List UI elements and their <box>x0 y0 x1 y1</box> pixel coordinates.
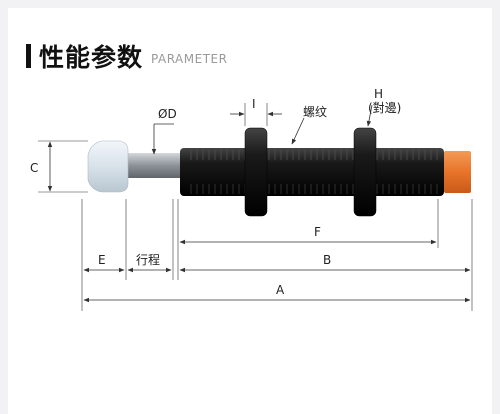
lock-nut-right <box>353 127 377 217</box>
shock-absorber-diagram: ØD I 螺纹 H (對邊) C F E 行程 <box>30 87 473 311</box>
piston-rod <box>126 153 180 178</box>
label-width-i: I <box>252 97 256 111</box>
header-bar <box>26 44 31 68</box>
end-cap <box>444 151 471 193</box>
label-hex-h: H <box>374 87 383 101</box>
section-title: 性能参数 <box>39 43 144 72</box>
label-e: E <box>98 253 106 267</box>
label-a: A <box>276 283 285 297</box>
label-c: C <box>30 161 38 175</box>
bumper-tip <box>87 140 129 193</box>
section-header: 性能参数 PARAMETER <box>26 40 227 72</box>
lock-nut-left <box>244 127 268 217</box>
label-thread: 螺纹 <box>303 105 327 119</box>
label-stroke: 行程 <box>136 252 160 267</box>
label-f: F <box>314 225 321 239</box>
thread-marks <box>186 150 438 160</box>
page: 性能参数 PARAMETER <box>8 8 492 414</box>
section-subtitle: PARAMETER <box>151 52 228 66</box>
label-diameter: ØD <box>158 107 177 121</box>
label-hex-h-note: (對邊) <box>368 101 401 115</box>
label-b: B <box>323 253 331 267</box>
